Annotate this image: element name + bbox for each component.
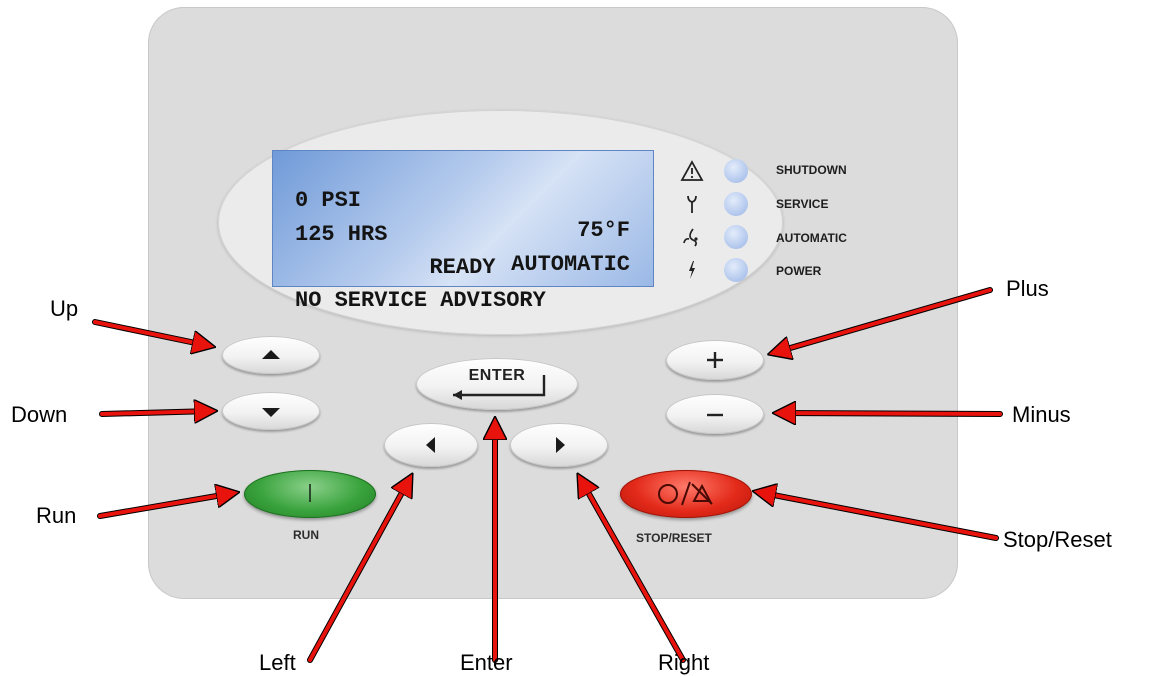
lcd-line-4: NO SERVICE ADVISORY xyxy=(295,256,630,313)
enter-button-label: ENTER xyxy=(468,367,526,384)
plus-icon xyxy=(707,352,723,368)
minus-callout-label: Minus xyxy=(1012,402,1071,427)
minus-callout-arrow xyxy=(778,413,1003,414)
down-button[interactable] xyxy=(222,392,320,430)
plus-button[interactable] xyxy=(666,340,764,380)
run-callout-arrow xyxy=(97,493,234,519)
automatic-label: AUTOMATIC xyxy=(776,231,847,245)
run-callout-label: Run xyxy=(36,503,77,528)
service-advisory-readout: NO SERVICE ADVISORY xyxy=(295,288,546,313)
minus-button[interactable] xyxy=(666,394,764,434)
lcd-display xyxy=(272,150,654,287)
run-icon xyxy=(309,484,311,502)
run-button[interactable] xyxy=(244,470,376,518)
return-arrow-icon xyxy=(453,375,546,400)
up-callout-label: Up xyxy=(50,296,79,321)
left-arrow-icon xyxy=(426,437,435,453)
stop-reset-button[interactable] xyxy=(620,470,752,518)
plus-callout-label: Plus xyxy=(1006,276,1049,301)
stop-reset-label: STOP/RESET xyxy=(636,531,712,545)
left-callout-label: Left xyxy=(259,650,296,675)
minus-icon xyxy=(707,413,723,417)
power-led xyxy=(724,258,748,282)
lcd-line-3: READY xyxy=(295,223,630,280)
warning-triangle-icon xyxy=(680,159,704,183)
enter-callout-label: Enter xyxy=(460,650,513,675)
down-arrow-icon xyxy=(262,408,280,417)
wrench-icon xyxy=(680,192,704,216)
right-callout-arrow xyxy=(580,478,686,663)
stop-reset-callout-label: Stop/Reset xyxy=(1003,527,1112,552)
status-readout: READY xyxy=(429,255,496,280)
right-button[interactable] xyxy=(510,423,608,467)
left-button[interactable] xyxy=(384,423,478,467)
lcd-line-1: 0 PSI 75°F xyxy=(295,156,630,243)
automatic-cycle-icon xyxy=(680,225,704,249)
down-callout-arrow xyxy=(99,411,212,414)
up-button[interactable] xyxy=(222,336,320,374)
run-label: RUN xyxy=(293,528,319,542)
shutdown-led xyxy=(724,159,748,183)
left-callout-arrow xyxy=(307,478,410,663)
temperature-readout: 75°F xyxy=(577,218,630,243)
lightning-bolt-icon xyxy=(680,258,704,282)
hours-readout: 125 HRS xyxy=(295,222,388,247)
enter-button[interactable]: ENTER xyxy=(416,358,578,410)
plus-callout-arrow xyxy=(773,287,993,353)
up-callout-arrow xyxy=(92,319,210,346)
service-led xyxy=(724,192,748,216)
pressure-readout: 0 PSI xyxy=(295,188,362,213)
right-callout-label: Right xyxy=(658,650,710,675)
up-arrow-icon xyxy=(262,350,280,359)
down-callout-label: Down xyxy=(11,402,68,427)
shutdown-label: SHUTDOWN xyxy=(776,163,847,177)
power-label: POWER xyxy=(776,264,822,278)
automatic-led xyxy=(724,225,748,249)
stop-reset-callout-arrow xyxy=(758,492,999,541)
service-label: SERVICE xyxy=(776,197,829,211)
stop-reset-icon xyxy=(658,481,713,506)
lcd-line-2: 125 HRS AUTOMATIC xyxy=(295,190,630,277)
mode-readout: AUTOMATIC xyxy=(511,252,630,277)
right-arrow-icon xyxy=(556,437,565,453)
